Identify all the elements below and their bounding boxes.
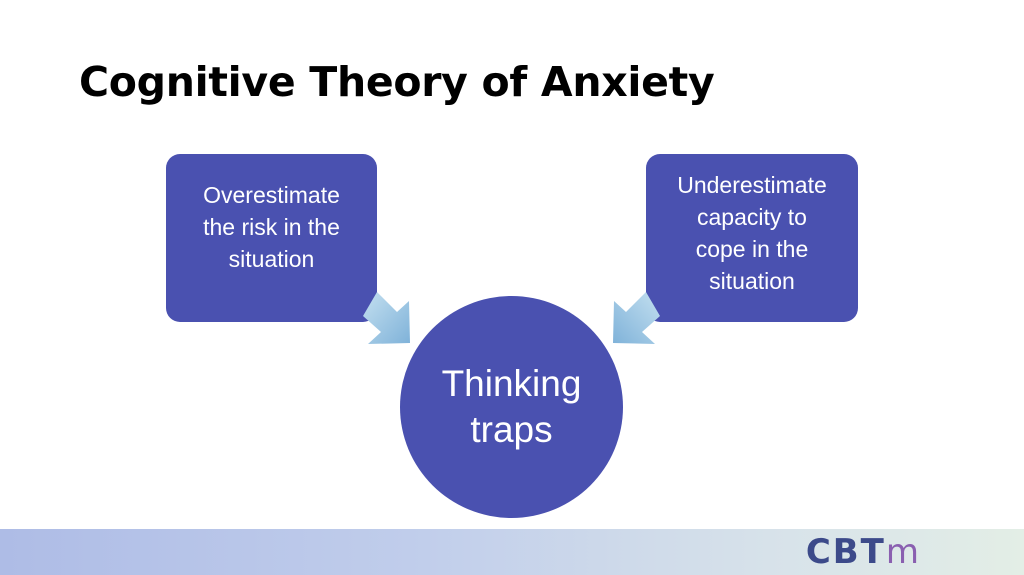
overestimate-risk-box: Overestimate the risk in the situation <box>166 154 377 322</box>
box-line: situation <box>228 246 315 272</box>
circle-text: Thinking traps <box>442 361 582 453</box>
footer-band <box>0 529 1024 575</box>
cbtm-logo: CBTm <box>806 532 921 572</box>
circle-line: traps <box>470 409 553 450</box>
thinking-traps-circle: Thinking traps <box>400 296 623 518</box>
box-text: Overestimate the risk in the situation <box>203 179 340 275</box>
box-line: Underestimate <box>677 172 827 198</box>
box-line: Overestimate <box>203 182 340 208</box>
slide-title: Cognitive Theory of Anxiety <box>79 58 715 106</box>
logo-main: CBT <box>805 532 886 572</box>
box-line: cope in the <box>695 236 809 262</box>
underestimate-capacity-box: Underestimate capacity to cope in the si… <box>646 154 858 322</box>
box-line: the risk in the <box>203 214 340 240</box>
box-line: situation <box>709 268 795 294</box>
box-text: Underestimate capacity to cope in the si… <box>677 169 827 297</box>
circle-line: Thinking <box>441 363 582 404</box>
box-line: capacity to <box>697 204 807 230</box>
logo-suffix: m <box>885 532 921 572</box>
